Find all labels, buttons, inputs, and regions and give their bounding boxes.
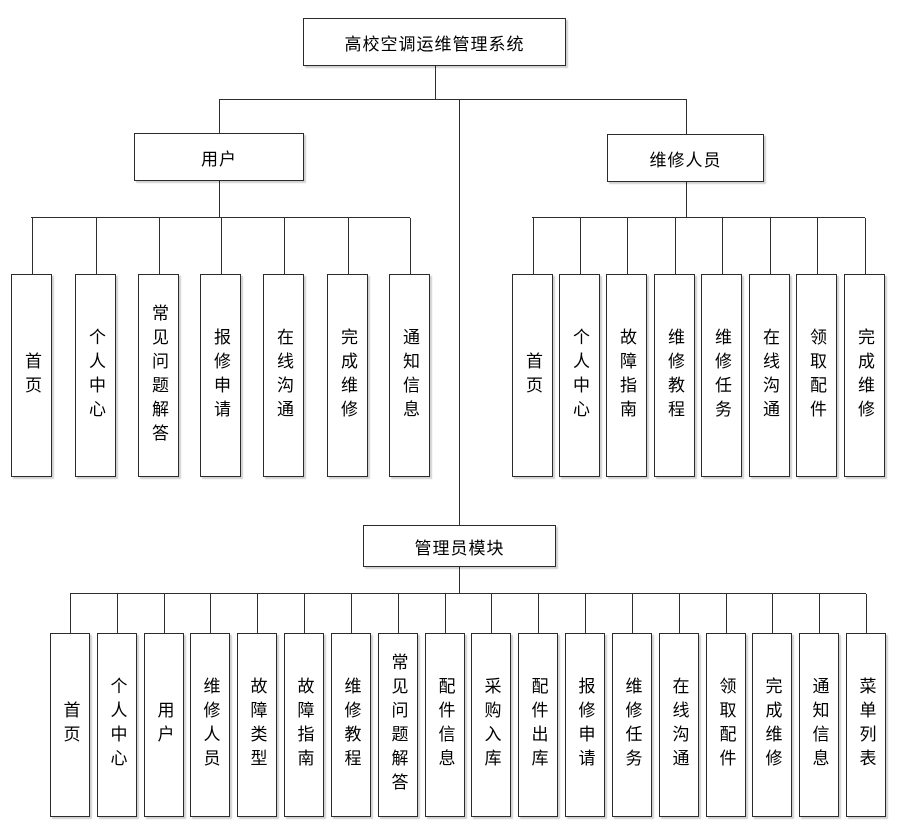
leaf-node: 领取配件 <box>706 594 746 817</box>
leaf-node: 故障指南 <box>284 594 324 817</box>
leaf-node: 常见问题解答 <box>138 218 179 477</box>
connector-staff-drop <box>686 99 687 134</box>
leaf-node: 完成维修 <box>752 594 792 817</box>
connector-staff-rail <box>532 217 865 218</box>
branch-admin-label: 管理员模块 <box>414 538 505 558</box>
branch-user-node: 用户 <box>134 133 304 181</box>
leaf-node-label: 故障指南 <box>294 677 314 773</box>
root-node: 高校空调运维管理系统 <box>303 18 566 66</box>
leaf-node: 在线沟通 <box>749 218 790 477</box>
branch-staff-label: 维修人员 <box>649 150 722 170</box>
leaf-node: 配件信息 <box>425 594 465 817</box>
leaf-node: 维修任务 <box>612 594 652 817</box>
leaf-node-label: 领取配件 <box>716 677 736 773</box>
connector-admin-stem <box>459 567 460 593</box>
leaf-node: 完成维修 <box>327 218 368 477</box>
leaf-node-label: 个人中心 <box>86 327 105 424</box>
leaf-node-label: 完成维修 <box>762 677 782 773</box>
leaf-node: 通知信息 <box>389 218 430 477</box>
leaf-node-label: 首页 <box>22 351 41 400</box>
leaf-node: 常见问题解答 <box>378 594 418 817</box>
leaf-node-label: 故障指南 <box>617 327 636 424</box>
leaf-node-label: 在线沟通 <box>274 327 293 424</box>
leaf-node-label: 完成维修 <box>855 327 874 424</box>
leaf-node: 首页 <box>512 218 553 477</box>
leaf-node-label: 个人中心 <box>107 677 127 773</box>
leaf-node: 报修申请 <box>565 594 605 817</box>
leaf-node-label: 通知信息 <box>809 677 829 773</box>
leaf-node-label: 在线沟通 <box>760 327 779 424</box>
leaf-node-label: 配件出库 <box>528 677 548 773</box>
leaf-node-label: 个人中心 <box>570 327 589 424</box>
leaf-node-label: 首页 <box>523 351 542 400</box>
leaf-node-label: 维修任务 <box>712 327 731 424</box>
connector-user-drop <box>219 99 220 133</box>
connector-admin-drop <box>459 99 460 525</box>
connector-staff-stem <box>686 182 687 217</box>
leaf-node: 在线沟通 <box>263 218 304 477</box>
leaf-node: 用户 <box>144 594 184 817</box>
leaf-node: 个人中心 <box>559 218 600 477</box>
leaf-node: 维修教程 <box>331 594 371 817</box>
connector-user-stem <box>219 181 220 217</box>
leaf-node-label: 采购入库 <box>481 677 501 773</box>
leaf-node-label: 常见问题解答 <box>149 303 168 448</box>
leaf-node: 维修人员 <box>190 594 230 817</box>
leaf-node-label: 报修申请 <box>575 677 595 773</box>
leaf-node-label: 报修申请 <box>211 327 230 424</box>
leaf-node-label: 在线沟通 <box>669 677 689 773</box>
leaf-node-label: 常见问题解答 <box>388 653 408 797</box>
leaf-node-label: 维修教程 <box>341 677 361 773</box>
connector-admin-rail <box>70 593 866 594</box>
leaf-node: 维修教程 <box>654 218 695 477</box>
leaf-node-label: 维修人员 <box>200 677 220 773</box>
leaf-node: 配件出库 <box>518 594 558 817</box>
leaf-node-label: 菜单列表 <box>856 677 876 773</box>
root-node-label: 高校空调运维管理系统 <box>344 34 525 54</box>
leaf-node: 完成维修 <box>844 218 885 477</box>
leaf-node-label: 维修任务 <box>622 677 642 773</box>
leaf-node: 首页 <box>50 594 90 817</box>
leaf-node: 故障指南 <box>606 218 647 477</box>
leaf-node-label: 领取配件 <box>807 327 826 424</box>
connector-top-rail <box>219 99 687 100</box>
leaf-node: 菜单列表 <box>846 594 886 817</box>
leaf-node-label: 完成维修 <box>338 327 357 424</box>
leaf-node-label: 首页 <box>60 701 80 749</box>
leaf-node: 通知信息 <box>799 594 839 817</box>
connector-user-rail <box>31 217 410 218</box>
leaf-node: 报修申请 <box>200 218 241 477</box>
connector-root-drop <box>435 66 436 99</box>
leaf-node: 领取配件 <box>796 218 837 477</box>
branch-user-label: 用户 <box>201 149 237 169</box>
leaf-node: 个人中心 <box>97 594 137 817</box>
leaf-node-label: 维修教程 <box>665 327 684 424</box>
branch-staff-node: 维修人员 <box>607 134 764 182</box>
leaf-node: 采购入库 <box>471 594 511 817</box>
leaf-node: 维修任务 <box>701 218 742 477</box>
leaf-node: 首页 <box>11 218 52 477</box>
leaf-node-label: 用户 <box>154 701 174 749</box>
leaf-node: 个人中心 <box>75 218 116 477</box>
leaf-node-label: 通知信息 <box>400 327 419 424</box>
leaf-node-label: 配件信息 <box>435 677 455 773</box>
leaf-node-label: 故障类型 <box>247 677 267 773</box>
branch-admin-node: 管理员模块 <box>363 525 556 567</box>
leaf-node: 故障类型 <box>237 594 277 817</box>
leaf-node: 在线沟通 <box>659 594 699 817</box>
